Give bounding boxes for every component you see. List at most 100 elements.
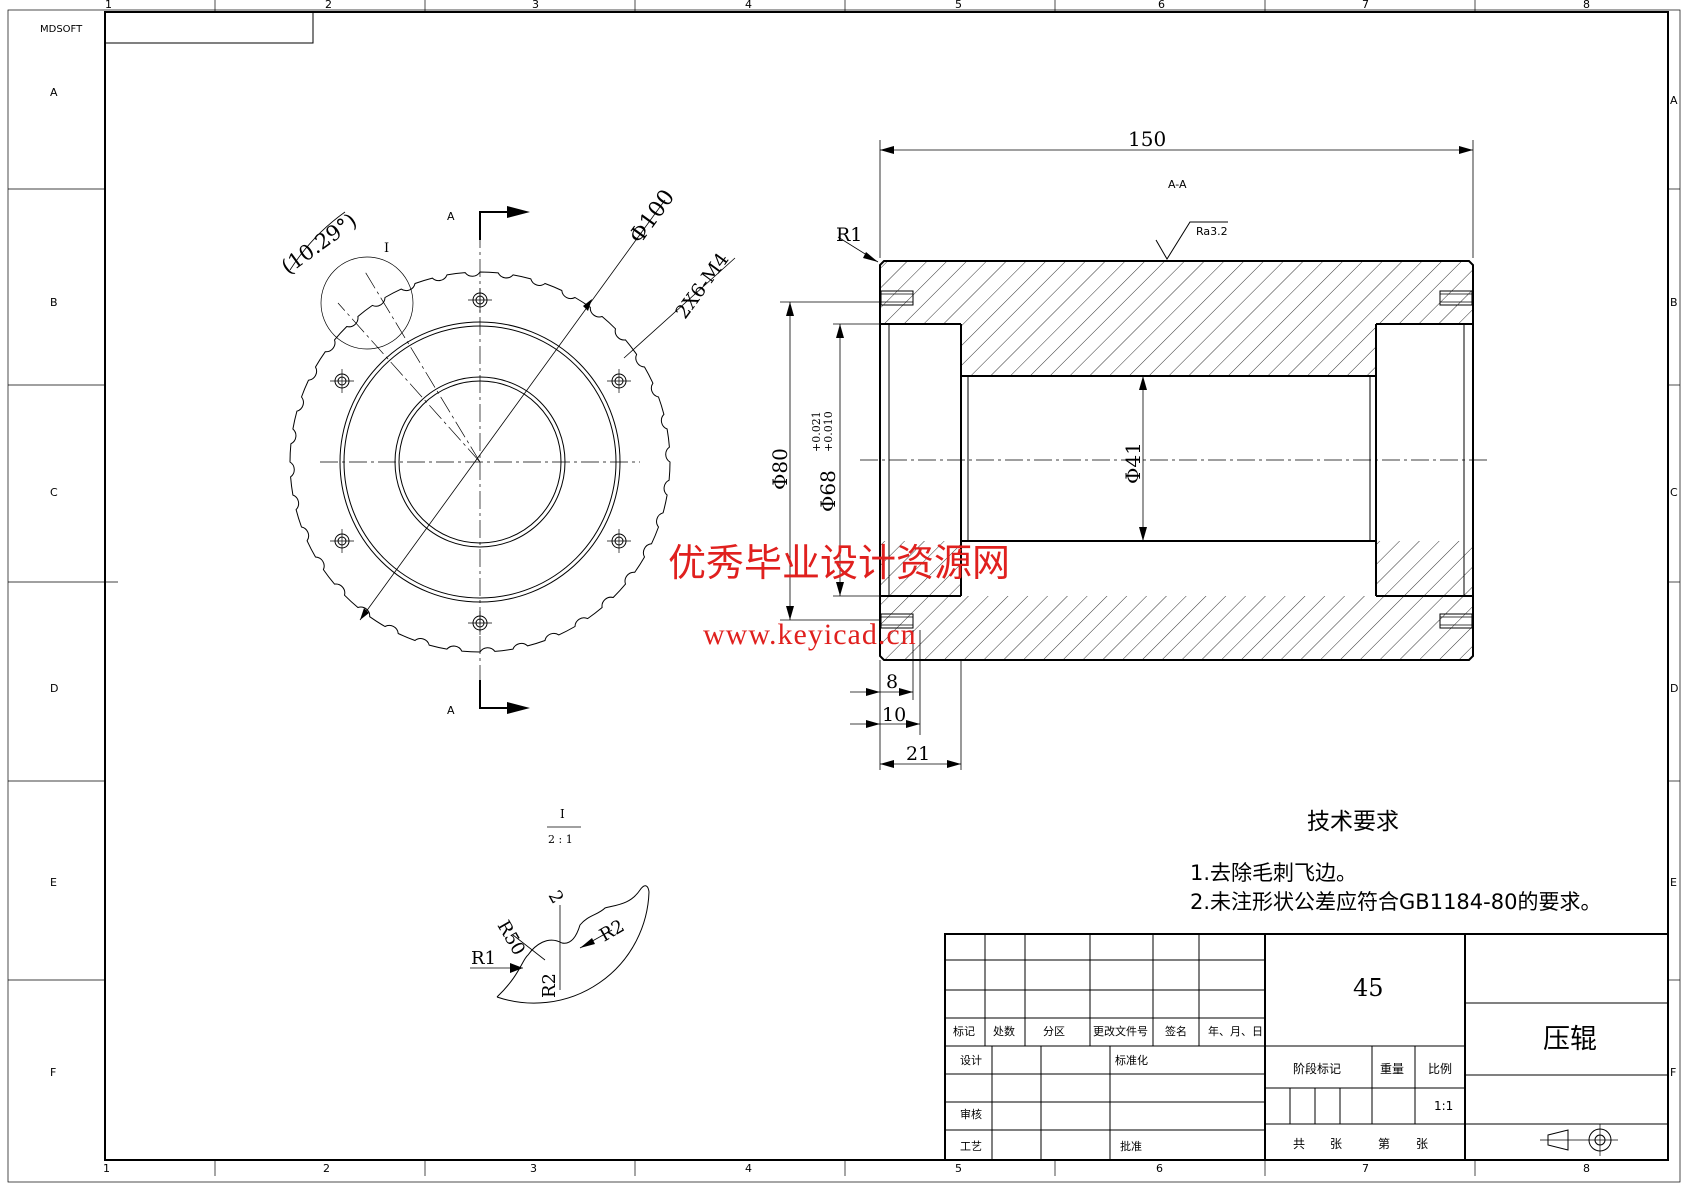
holes-label: 2X6-M4 [671,249,733,323]
col-top-5: 5 [955,0,962,11]
stage-mark-label: 阶段标记 [1293,1061,1341,1076]
material-value: 45 [1353,974,1384,1002]
col-top-7: 7 [1362,0,1369,11]
col-top-3: 3 [532,0,539,11]
row-right-f: F [1670,1066,1676,1079]
length-label: 150 [1128,127,1166,151]
col-top-4: 4 [745,0,752,11]
front-view: I Φ100 2X6-M4 (10.29°) A A [277,185,736,717]
detail-circle [320,256,414,350]
dia80-label: Φ80 [768,448,792,490]
tech-item-1: 1.去除毛刺飞边。 [1190,861,1357,885]
angle-line-2 [337,302,481,463]
row-right-e: E [1670,876,1677,889]
dia41-label: Φ41 [1121,442,1145,484]
row-left-c: C [50,486,58,499]
section-marker-bottom: A [447,680,530,717]
hatched-material-top [880,261,1473,376]
hdr-date: 年、月、日 [1208,1024,1263,1038]
detail-marker: I [384,241,389,256]
software-label: MDSOFT [40,24,83,35]
col-top-6: 6 [1158,0,1165,11]
detail-r1: R1 [471,948,496,969]
scale-value: 1:1 [1434,1099,1453,1113]
knurled-outline [289,271,671,653]
tech-heading: 技术要求 [1307,809,1399,835]
process-label: 工艺 [960,1140,982,1153]
col-bot-3: 3 [530,1162,537,1175]
hdr-sign: 签名 [1165,1024,1187,1038]
row-left-a: A [50,86,58,99]
watermark-line-1: 优秀毕业设计资源网 [668,541,1010,585]
detail-outline [496,885,650,1004]
row-right-a: A [1670,94,1678,107]
col-bot-8: 8 [1583,1162,1590,1175]
drawing-frame [7,0,1681,1183]
tapped-holes-section [880,290,1473,629]
col-top-8: 8 [1583,0,1590,11]
title-block: 标记 处数 分区 更改文件号 签名 年、月、日 设计 标准化 审核 工艺 批准 … [944,933,1669,1161]
holes-leader [623,257,736,359]
col-bot-1: 1 [103,1162,110,1175]
hdr-zone: 分区 [1043,1025,1065,1038]
tech-item-2: 2.未注形状公差应符合GB1184-80的要求。 [1190,890,1601,914]
row-right-b: B [1670,296,1678,309]
angle-label: (10.29°) [277,208,362,279]
weight-label: 重量 [1380,1062,1404,1076]
hdr-count: 处数 [993,1025,1015,1038]
row-left-e: E [50,876,57,889]
hdr-mark: 标记 [953,1024,975,1038]
grid-labels: 1 2 3 4 5 6 7 8 1 2 3 4 5 6 7 8 A B C D … [50,0,1678,1175]
approve-label: 批准 [1120,1139,1142,1153]
col-top-1: 1 [105,0,112,11]
sheets-unit-2: 张 [1416,1137,1428,1151]
svg-text:A: A [447,704,455,717]
angle-arc [289,211,346,271]
col-bot-7: 7 [1362,1162,1369,1175]
design-label: 设计 [960,1054,982,1067]
row-right-d: D [1670,682,1678,695]
ratio-label: 比例 [1428,1062,1452,1076]
detail-r50: R50 [493,917,529,959]
detail-r2-right: R2 [596,916,628,947]
detail-dim2: 2 [544,887,568,907]
row-left-b: B [50,296,58,309]
sheets-unit-1: 张 [1330,1137,1342,1151]
dim8-label: 8 [886,671,898,693]
hdr-change-doc: 更改文件号 [1093,1024,1148,1038]
detail-label: I [560,807,565,821]
section-marker-top: A [447,206,530,240]
review-label: 审核 [960,1107,982,1121]
projection-symbol [1540,1124,1618,1156]
section-view: A-A 150 Ra3.2 R1 Φ80 Φ68 +0.021 +0.010 [768,127,1490,770]
svg-text:A: A [447,210,455,223]
sheets-total-label: 共 [1293,1137,1305,1151]
dia100-label: Φ100 [625,185,681,248]
dia68-label: Φ68 [816,470,840,512]
tolerance-lower: +0.010 [822,411,835,452]
row-left-d: D [50,682,58,695]
watermark-line-2: www.keyicad.cn [703,618,917,651]
dim21-label: 21 [906,743,930,765]
dia100-dim-line [359,199,666,621]
detail-r2-bottom: R2 [539,973,560,998]
section-title: A-A [1168,178,1187,191]
tech-requirements: 技术要求 1.去除毛刺飞边。 2.未注形状公差应符合GB1184-80的要求。 [1190,809,1601,914]
col-bot-4: 4 [745,1162,752,1175]
tolerance-upper: +0.021 [810,411,823,452]
standardize-label: 标准化 [1115,1053,1148,1067]
angle-line-1 [363,269,481,463]
col-top-2: 2 [325,0,332,11]
hatched-material-bottom [880,541,1473,660]
roughness-symbol: Ra3.2 [1155,221,1228,260]
svg-text:Ra3.2: Ra3.2 [1196,225,1228,238]
row-right-c: C [1670,486,1678,499]
col-bot-5: 5 [955,1162,962,1175]
r1-label: R1 [836,224,862,246]
sheet-no-label: 第 [1378,1137,1390,1151]
row-left-f: F [50,1066,56,1079]
detail-scale: 2 : 1 [548,833,573,846]
col-bot-2: 2 [323,1162,330,1175]
dim10-label: 10 [882,704,906,726]
